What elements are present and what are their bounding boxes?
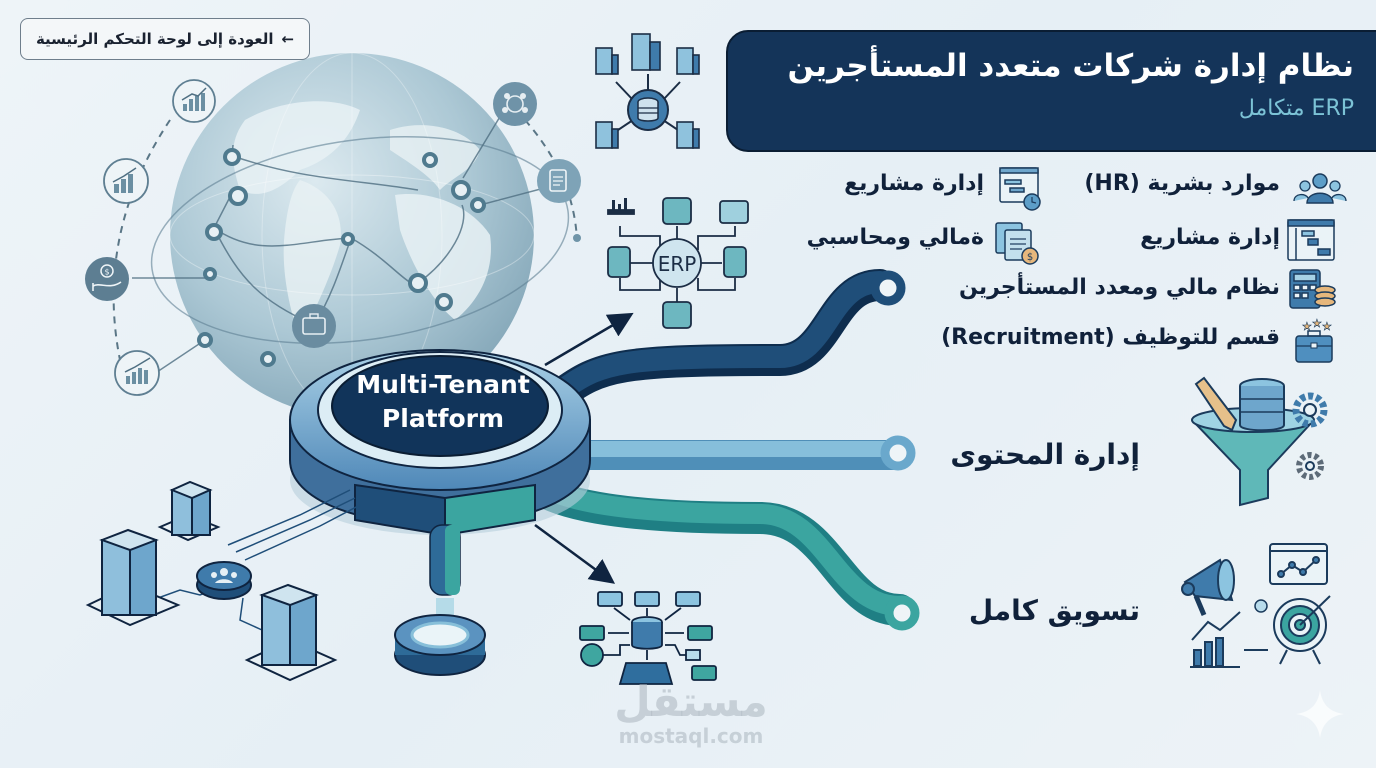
globe-node-growth-chart-1 [172, 79, 216, 123]
globe-node-network-people [493, 82, 537, 126]
hub-label: Multi-Tenant Platform [318, 368, 568, 436]
pipe-to-marketing [524, 474, 920, 631]
documents-coin-icon: $ [995, 222, 1039, 265]
feature-project-management-2: إدارة مشاريع [844, 171, 984, 196]
feature-finance-accounting-label: ةمالي ومحاسبي [806, 225, 984, 250]
marketing-target-icon [1181, 543, 1331, 668]
header-banner: نظام إدارة شركات متعدد المستأجرين ERP مت… [726, 30, 1376, 152]
svg-text:$: $ [104, 268, 109, 277]
watermark-latin: mostaql.com [618, 724, 764, 748]
section-content-management: إدارة المحتوى [950, 438, 1140, 471]
svg-text:★: ★ [1302, 320, 1312, 333]
pipe-to-content-management [585, 435, 916, 471]
erp-module-diagram [607, 197, 749, 329]
feature-project-management-2-label: إدارة مشاريع [844, 171, 984, 196]
feature-finance-multitenant: نظام مالي ومعدد المستأجرين [959, 275, 1280, 300]
gantt-chart-icon [1287, 219, 1335, 261]
watermark: مستقل mostaql.com [596, 677, 786, 749]
globe-node-clipboard [537, 159, 581, 203]
globe-node-growth-chart-3 [114, 350, 160, 396]
globe-node-briefcase [292, 304, 336, 348]
svg-text:★: ★ [1312, 317, 1322, 330]
page-subtitle: ERP متكامل [1238, 96, 1354, 122]
tenant-buildings [85, 480, 361, 682]
feature-project-management-label: إدارة مشاريع [1140, 225, 1280, 250]
feature-finance-accounting: ةمالي ومحاسبي [807, 225, 984, 250]
funnel-database-icon [1190, 376, 1328, 507]
hub-label-line1: Multi-Tenant [356, 370, 530, 399]
back-to-dashboard-button[interactable]: ← العودة إلى لوحة التحكم الرئيسية [20, 18, 310, 60]
feature-hr: موارد بشرية (HR) [1084, 171, 1280, 196]
feature-finance-multitenant-label: نظام مالي ومعدد المستأجرين [959, 275, 1280, 300]
pipe-to-business-modules [544, 269, 906, 411]
hub-label-line2: Platform [381, 403, 505, 433]
section-marketing-label: تسويق كامل [968, 594, 1140, 627]
multi-tenant-hub [289, 349, 591, 676]
page-title: نظام إدارة شركات متعدد المستأجرين [787, 48, 1354, 84]
back-button-label: العودة إلى لوحة التحكم الرئيسية [35, 30, 274, 48]
feature-recruitment: قسم للتوظيف (Recruitment) [941, 325, 1280, 350]
users-icon [1293, 173, 1347, 204]
window-clock-icon [999, 167, 1041, 211]
data-flow-diagram [579, 591, 717, 685]
briefcase-stars-icon: ★ ★ ★ [1295, 317, 1333, 363]
svg-text:★: ★ [1322, 320, 1332, 333]
svg-text:$: $ [1027, 252, 1033, 263]
sparkle-icon [1296, 690, 1344, 738]
calculator-coins-icon [1289, 269, 1336, 309]
section-content-management-label: إدارة المحتوى [950, 438, 1140, 471]
tenants-database-cluster [595, 33, 700, 149]
feature-project-management: إدارة مشاريع [1140, 225, 1280, 250]
globe-node-money-hand: $ [85, 257, 129, 301]
feature-recruitment-label: قسم للتوظيف (Recruitment) [941, 325, 1280, 350]
back-arrow-icon: ← [281, 30, 295, 48]
feature-hr-label: موارد بشرية (HR) [1084, 171, 1280, 196]
globe-node-growth-chart-2 [103, 158, 149, 204]
erp-diagram-label: ERP [658, 252, 697, 276]
section-marketing: تسويق كامل [969, 594, 1140, 627]
watermark-arabic: مستقل [614, 677, 768, 726]
